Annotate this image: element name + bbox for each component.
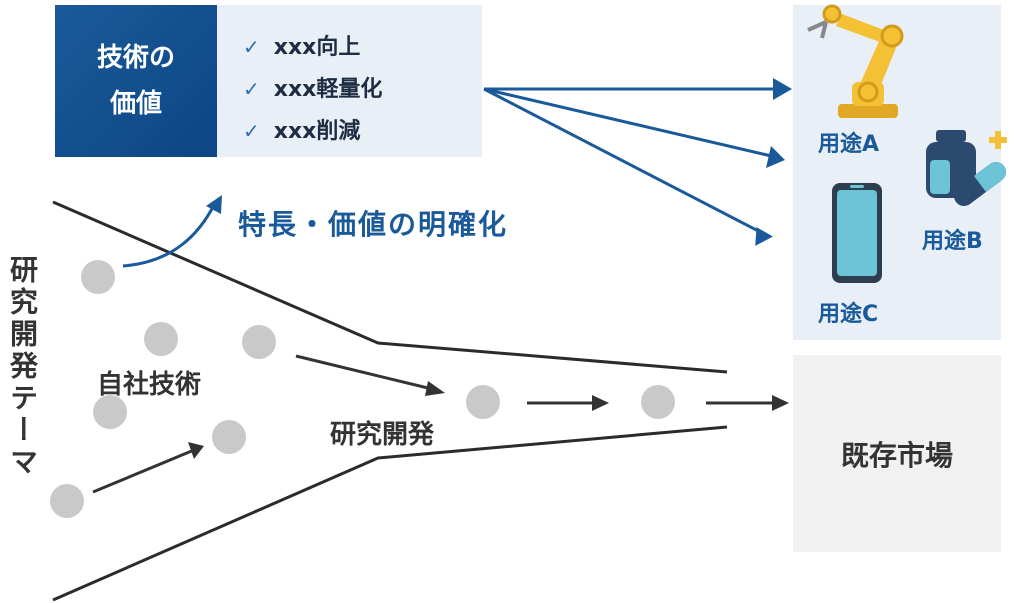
tech-dot <box>93 395 127 429</box>
funnel-top-line <box>52 200 728 374</box>
rnd-label: 研究開発 <box>330 420 435 450</box>
existing-market-label: 既存市場 <box>840 438 953 472</box>
tech-dot <box>212 420 246 454</box>
value-item: ✓ xxx削減 <box>243 113 360 145</box>
arrow-dark-2 <box>295 354 433 391</box>
arrow-dark-1 <box>92 448 195 494</box>
check-icon: ✓ <box>243 119 260 143</box>
tech-dot <box>641 385 675 419</box>
use-a-label: 用途A <box>818 132 880 157</box>
medicine-icon <box>926 130 1007 206</box>
tech-dot <box>50 484 84 518</box>
technical-value-title-line2: 価値 <box>109 89 162 119</box>
technical-value-box: 技術の 価値 <box>55 5 217 157</box>
tech-dot <box>81 260 115 294</box>
technical-value-title-line1: 技術の <box>96 43 175 73</box>
value-item: ✓ xxx軽量化 <box>243 71 382 103</box>
own-tech-label: 自社技術 <box>97 370 202 400</box>
value-item: ✓ xxx向上 <box>243 29 360 61</box>
use-b-label: 用途B <box>922 229 983 254</box>
check-icon: ✓ <box>243 77 260 101</box>
clarify-arrow <box>122 204 216 268</box>
clarify-label: 特長・価値の明確化 <box>238 208 509 241</box>
robot-arm-icon <box>807 4 904 118</box>
tech-dot <box>466 385 500 419</box>
tech-dot <box>242 325 276 359</box>
smartphone-icon <box>832 183 882 283</box>
value-item-text: xxx向上 <box>273 35 361 60</box>
value-list: ✓ xxx向上 ✓ xxx軽量化 ✓ xxx削減 <box>217 5 482 157</box>
funnel-bottom-line <box>52 425 728 602</box>
value-item-text: xxx軽量化 <box>273 77 383 102</box>
arrow-to-use-b <box>483 87 781 160</box>
check-icon: ✓ <box>243 35 260 59</box>
existing-market-box: 既存市場 <box>793 355 1001 552</box>
theme-label: 研究開発テーマ <box>6 255 39 479</box>
use-c-label: 用途C <box>818 302 879 327</box>
arrow-to-use-c <box>483 87 769 238</box>
tech-dot <box>144 322 178 356</box>
value-item-text: xxx削減 <box>273 119 361 144</box>
